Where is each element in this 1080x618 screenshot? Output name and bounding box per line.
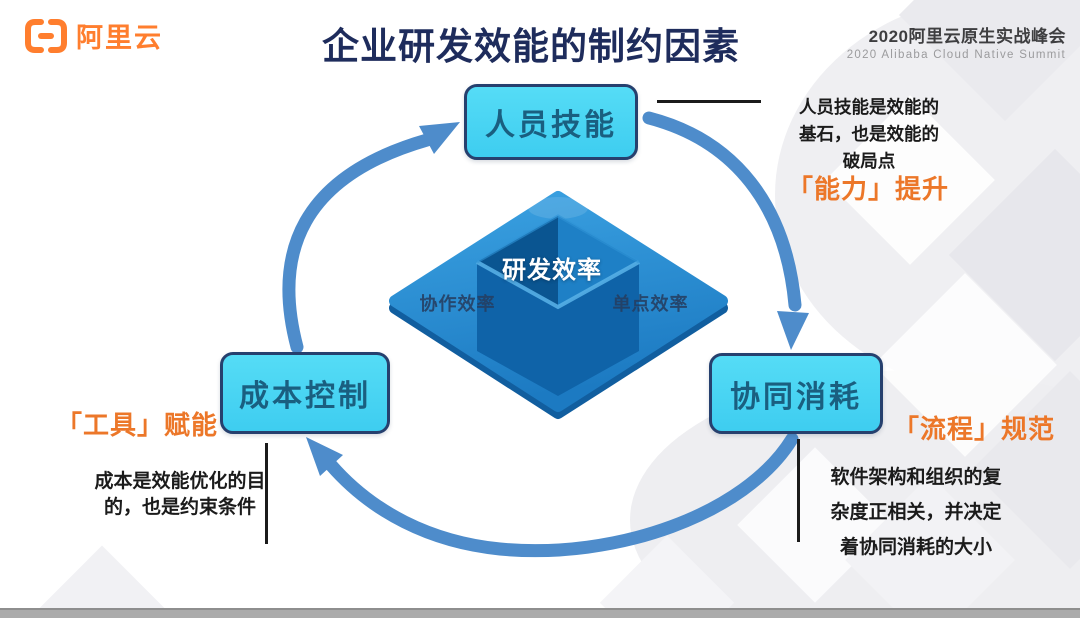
node-label: 协同消耗 bbox=[730, 380, 862, 414]
arrow-collab-to-cost bbox=[324, 432, 799, 558]
diamond-label-collaboration-efficiency: 协作效率 bbox=[419, 294, 496, 314]
diamond-label-single-point-efficiency: 单点效率 bbox=[612, 294, 689, 314]
slide-title: 企业研发效能的制约因素 bbox=[322, 26, 740, 67]
note-collab: 软件架构和组织的复 杂度正相关，并决定 着协同消耗的大小 bbox=[813, 461, 1019, 566]
note-line: 基石，也是效能的 bbox=[799, 124, 939, 145]
cycle-arrows bbox=[282, 111, 809, 558]
callout-line-skill bbox=[657, 100, 761, 103]
callout-line-cost bbox=[265, 443, 268, 544]
node-cost-control: 成本控制 bbox=[220, 352, 390, 434]
logo-wordmark: 阿里云 bbox=[76, 23, 163, 53]
note-line: 的，也是约束条件 bbox=[103, 497, 256, 519]
arrow-skill-to-collab bbox=[642, 111, 802, 312]
note-line: 成本是效能优化的目 bbox=[94, 471, 266, 492]
summit-banner: 2020阿里云原生实战峰会 2020 Alibaba Cloud Native … bbox=[847, 22, 1066, 61]
note-skill: 人员技能是效能的 基石，也是效能的 破局点 bbox=[785, 94, 953, 175]
node-label: 人员技能 bbox=[485, 109, 617, 142]
note-cost: 成本是效能优化的目 的，也是约束条件 bbox=[94, 469, 266, 521]
summit-title-cn: 2020阿里云原生实战峰会 bbox=[868, 27, 1066, 46]
diamond-label-rd-efficiency: 研发效率 bbox=[502, 257, 602, 284]
note-line: 软件架构和组织的复 bbox=[830, 467, 1002, 488]
bottom-divider-bar bbox=[0, 608, 1080, 618]
callout-line-collab bbox=[797, 439, 800, 542]
node-label: 成本控制 bbox=[239, 380, 371, 413]
alibaba-cloud-brackets-icon bbox=[25, 18, 67, 53]
highlight-tool-empowerment: 「工具」赋能 bbox=[56, 410, 219, 440]
highlight-process-standardization: 「流程」规范 bbox=[893, 414, 1056, 444]
summit-title-en: 2020 Alibaba Cloud Native Summit bbox=[846, 49, 1066, 61]
alibaba-cloud-logo: 阿里云 bbox=[24, 16, 163, 55]
node-collaboration-cost: 协同消耗 bbox=[709, 353, 883, 434]
note-line: 着协同消耗的大小 bbox=[839, 536, 992, 558]
node-personnel-skill: 人员技能 bbox=[464, 84, 638, 160]
note-line: 杂度正相关，并决定 bbox=[830, 501, 1002, 523]
note-line: 人员技能是效能的 bbox=[799, 97, 939, 117]
highlight-capability-improvement: 「能力」提升 bbox=[787, 174, 950, 204]
